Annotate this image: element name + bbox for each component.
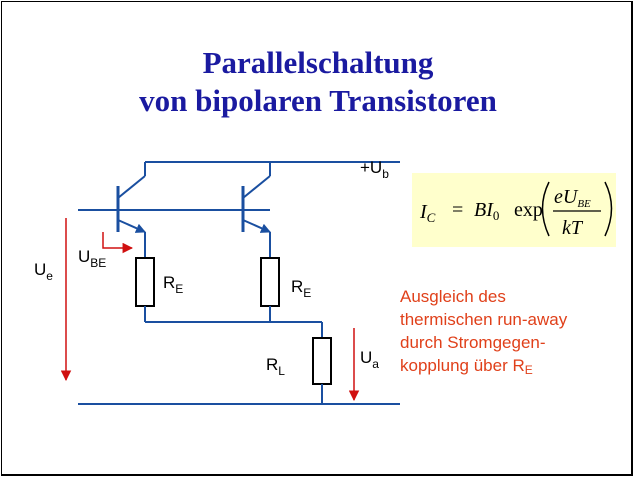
load-resistor-label: RL <box>266 355 285 378</box>
emitter-resistor-1-label: RE <box>163 273 183 296</box>
formula-paren-right <box>604 181 613 237</box>
output-voltage-label: Ua <box>360 348 379 371</box>
transistor-2 <box>241 162 271 258</box>
supply-label: +Ub <box>360 158 389 181</box>
note-line-4: kopplung über RE <box>400 356 533 377</box>
formula: IC = BI0 exp eUBE kT <box>419 181 613 239</box>
formula-numerator: eUBE <box>554 186 591 210</box>
note-line-3: durch Stromgegen- <box>400 333 546 352</box>
formula-box <box>412 173 616 247</box>
slide-title: Parallelschaltung von bipolaren Transist… <box>0 44 636 120</box>
formula-denominator: kT <box>562 217 584 239</box>
formula-lhs: IC <box>419 201 436 225</box>
transistor-1 <box>116 162 146 258</box>
title-line-2: von bipolaren Transistoren <box>139 83 497 118</box>
formula-equals: = <box>452 199 463 221</box>
load-resistor <box>312 337 332 385</box>
note-line-1: Ausgleich des <box>400 287 506 306</box>
annotation-note: Ausgleich des thermischen run-away durch… <box>400 285 632 377</box>
base-emitter-arrow <box>102 232 134 254</box>
base-emitter-label: UBE <box>78 247 106 270</box>
input-voltage-label: Ue <box>34 260 53 283</box>
note-line-2: thermischen run-away <box>400 310 568 329</box>
formula-factor: BI0 <box>474 199 499 223</box>
formula-exp: exp <box>514 199 543 221</box>
emitter-resistor-2 <box>260 257 280 307</box>
emitter-resistor-1 <box>135 257 155 307</box>
formula-paren-left <box>541 181 550 237</box>
title-line-1: Parallelschaltung <box>202 45 434 80</box>
emitter-resistor-2-label: RE <box>291 277 311 300</box>
